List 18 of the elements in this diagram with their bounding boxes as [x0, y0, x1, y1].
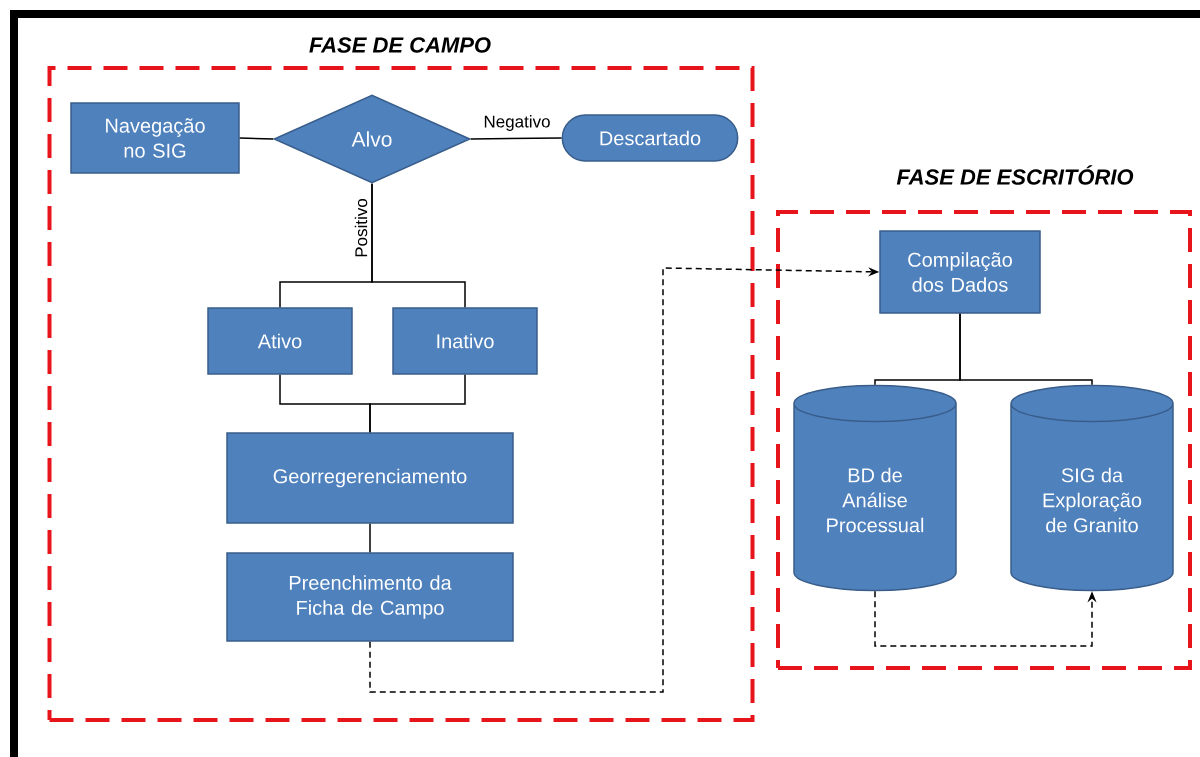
process-box: Preenchimento da Ficha de Campo [226, 552, 514, 642]
database-cylinder: BD de Análise Processual [793, 384, 957, 592]
node-label: FASE DE ESCRITÓRIO [896, 165, 1134, 185]
connector-line [369, 523, 371, 553]
connector-line [239, 137, 274, 140]
connector-line [369, 374, 466, 433]
edge-label: Positivo [353, 197, 369, 259]
edge-label: Negativo [482, 114, 552, 132]
connector-line [371, 183, 466, 308]
node-label: FASE DE CAMPO [309, 37, 491, 53]
process-box: Compilação dos Dados [879, 230, 1041, 314]
process-box: Georregerenciamento [226, 432, 514, 524]
process-box: Navegação no SIG [70, 102, 240, 174]
connector-line [959, 313, 1093, 386]
process-box: Ativo [207, 307, 353, 375]
connector-line [470, 137, 563, 140]
process-box: Inativo [392, 307, 538, 375]
database-cylinder: SIG da Exploração de Granito [1010, 384, 1174, 592]
